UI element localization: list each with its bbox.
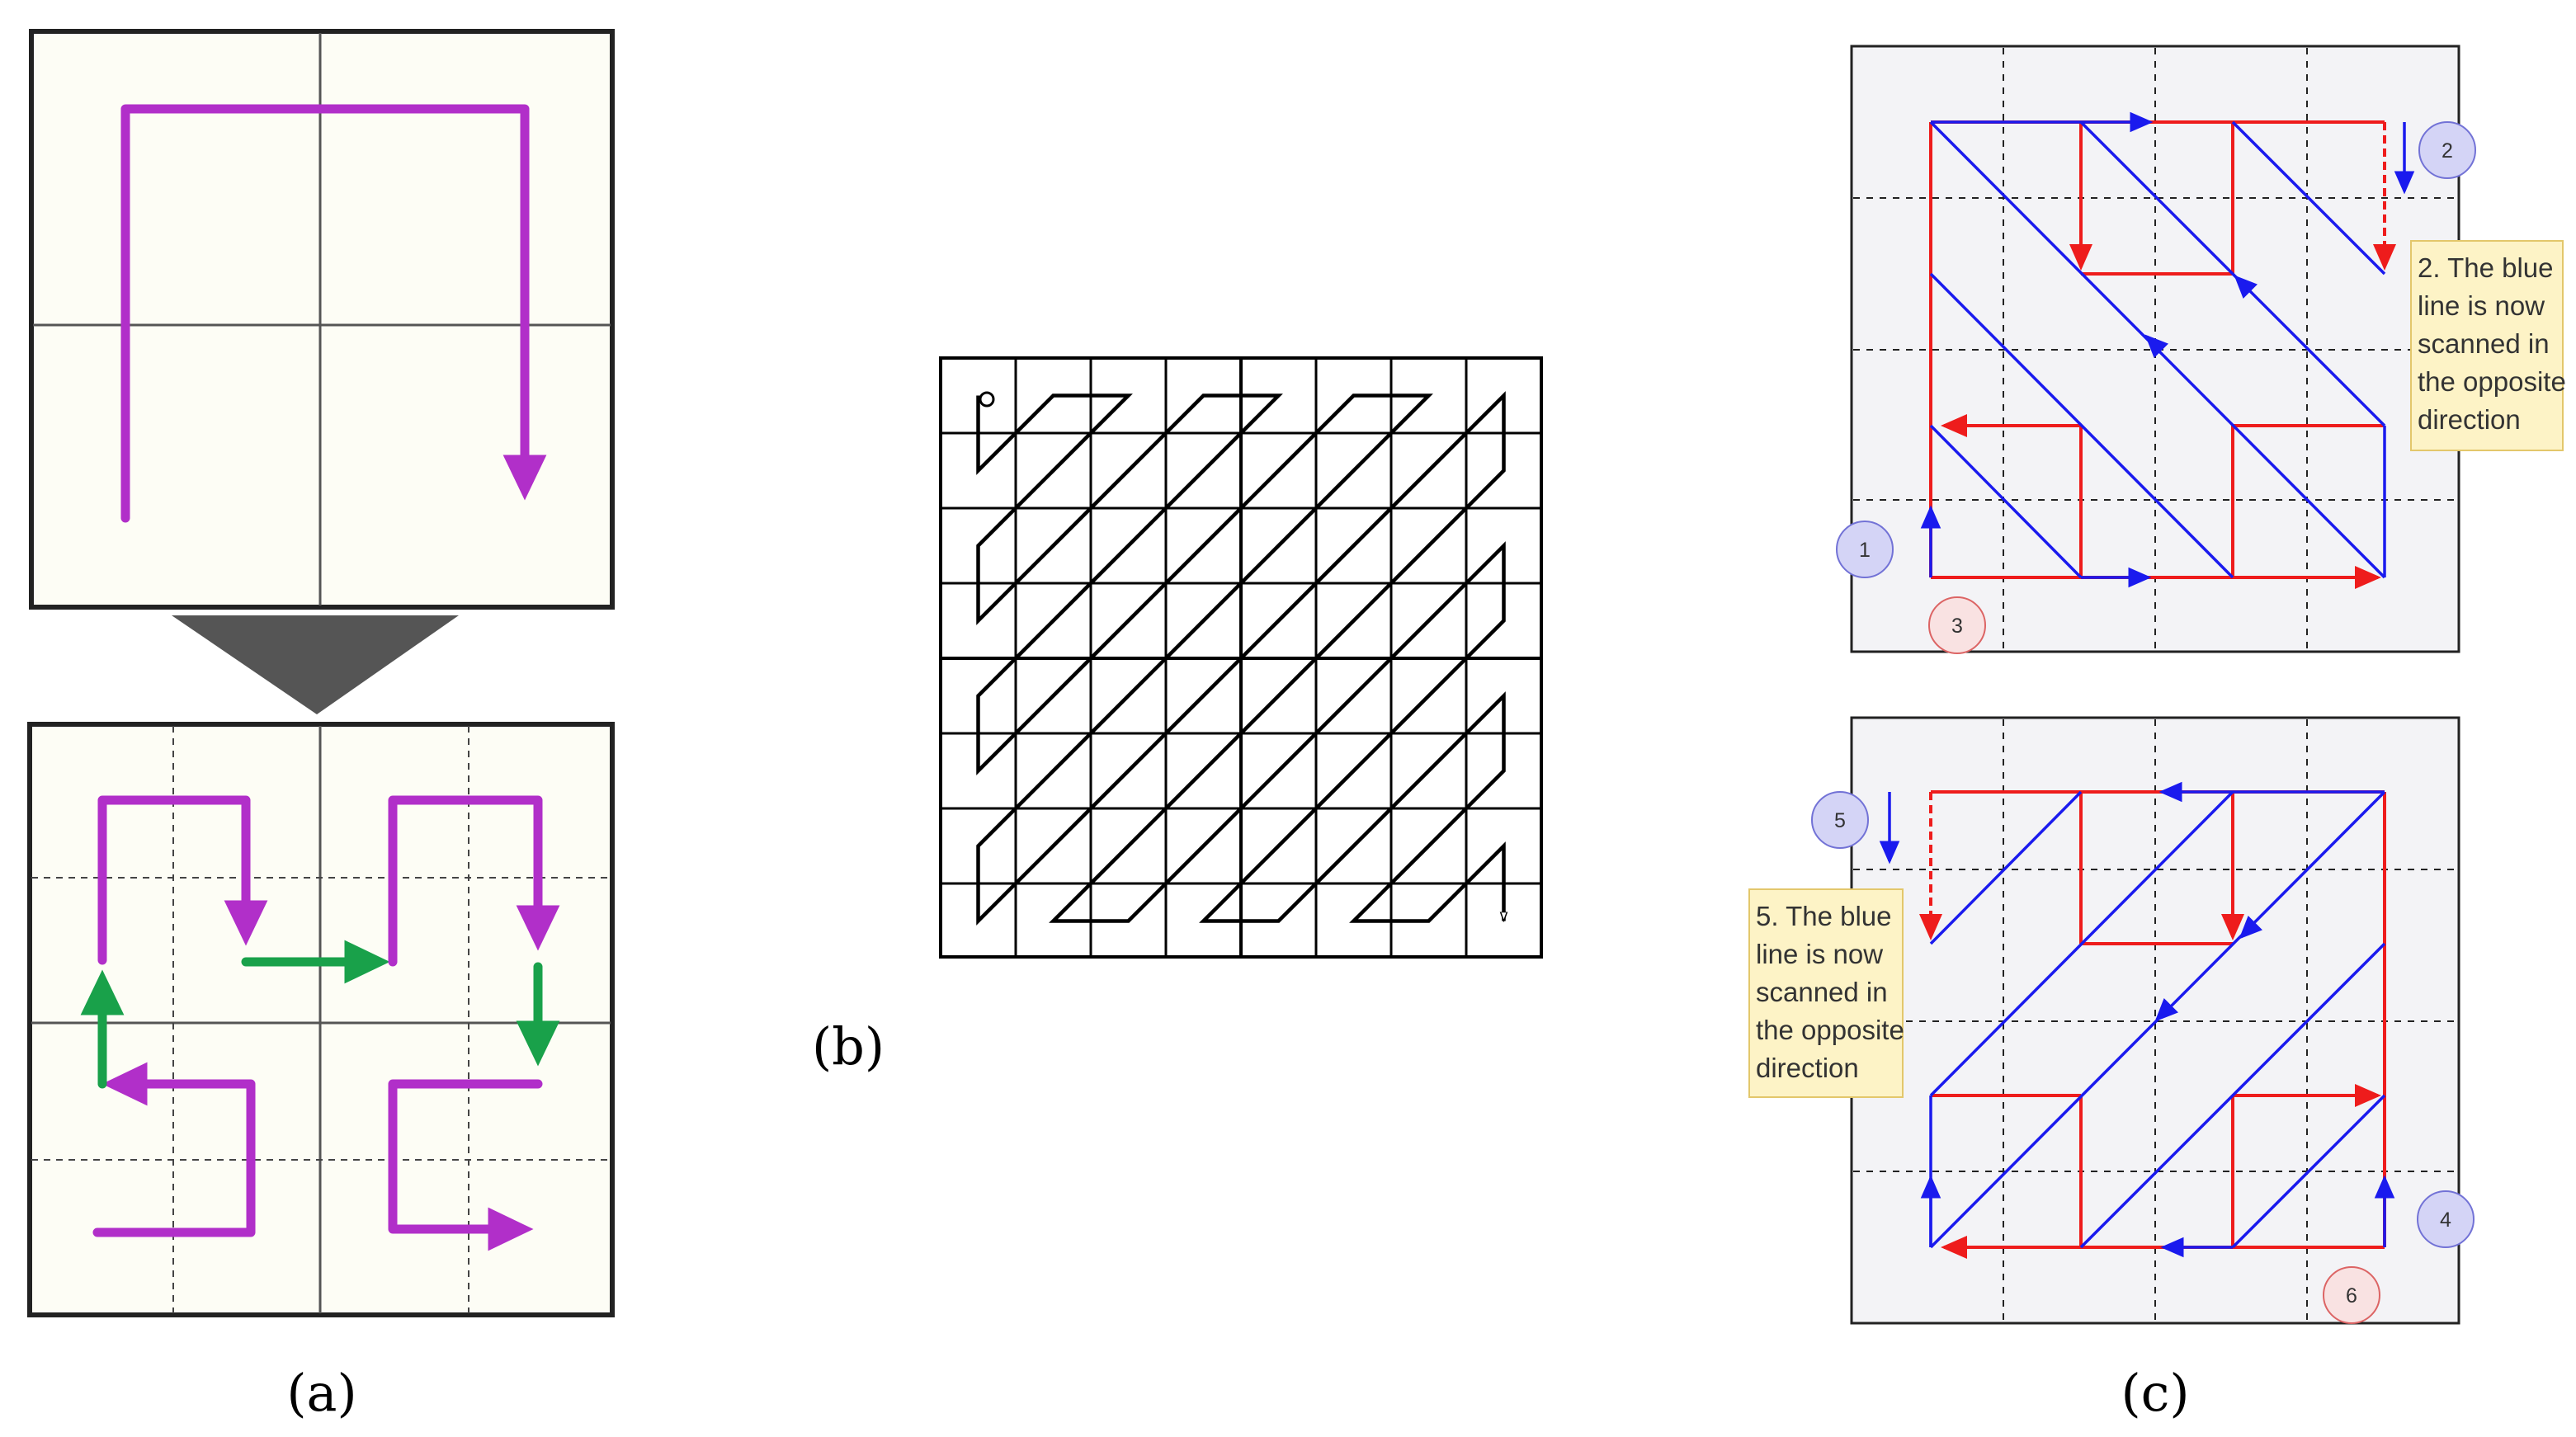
svg-text:scanned in: scanned in — [2418, 328, 2550, 359]
badge-2: 2 — [2418, 121, 2476, 179]
svg-text:4: 4 — [2440, 1208, 2451, 1232]
svg-text:line is now: line is now — [2418, 290, 2545, 321]
svg-text:the opposite: the opposite — [2418, 366, 2566, 397]
label-c: (c) — [2121, 1363, 2189, 1423]
panel-b-zigzag-scan: (b) — [812, 356, 1543, 1077]
badge-3: 3 — [1928, 596, 1986, 654]
label-b: (b) — [812, 1016, 885, 1077]
badge-4: 4 — [2417, 1190, 2475, 1248]
badge-1: 1 — [1836, 521, 1894, 578]
label-a: (a) — [286, 1363, 356, 1423]
zigzag-scan-path — [976, 391, 1504, 926]
svg-text:line is now: line is now — [1756, 939, 1883, 969]
svg-text:5. The blue: 5. The blue — [1756, 901, 1892, 931]
svg-text:3: 3 — [1951, 615, 1963, 638]
svg-text:the opposite: the opposite — [1756, 1015, 1904, 1045]
panel-c-bidirectional-scan: 1 2 3 2. The blue line is now scanned in… — [1748, 45, 2566, 1423]
badge-6: 6 — [2323, 1266, 2380, 1324]
note-bottom: 5. The blue line is now scanned in the o… — [1748, 888, 1904, 1098]
panel-c-bottom-diagram: 4 5 6 5. The blue line is now scanned in… — [1748, 716, 2546, 1325]
svg-text:scanned in: scanned in — [1756, 977, 1888, 1007]
badge-5: 5 — [1811, 791, 1869, 849]
hilbert-order1-path — [120, 104, 547, 523]
svg-text:1: 1 — [1859, 539, 1871, 562]
panel-a-hilbert-curve: (a) — [27, 29, 615, 1423]
hilbert-order2-segment-3 — [388, 795, 560, 967]
hilbert-order2-segment-4 — [388, 1079, 543, 1251]
svg-text:6: 6 — [2346, 1284, 2357, 1307]
note-top: 2. The blue line is now scanned in the o… — [2410, 240, 2566, 451]
zigzag-start-marker — [979, 391, 995, 408]
svg-text:5: 5 — [1834, 809, 1846, 832]
hilbert-order2-segment-2 — [97, 795, 268, 965]
expand-triangle — [172, 615, 459, 714]
svg-text:2: 2 — [2442, 139, 2453, 163]
svg-text:direction: direction — [2418, 404, 2521, 435]
panel-c-top-diagram: 1 2 3 2. The blue line is now scanned in… — [1772, 45, 2566, 655]
hilbert-order2-segment-1 — [92, 1062, 256, 1237]
svg-text:2. The blue: 2. The blue — [2418, 252, 2554, 283]
svg-text:direction: direction — [1756, 1053, 1859, 1083]
